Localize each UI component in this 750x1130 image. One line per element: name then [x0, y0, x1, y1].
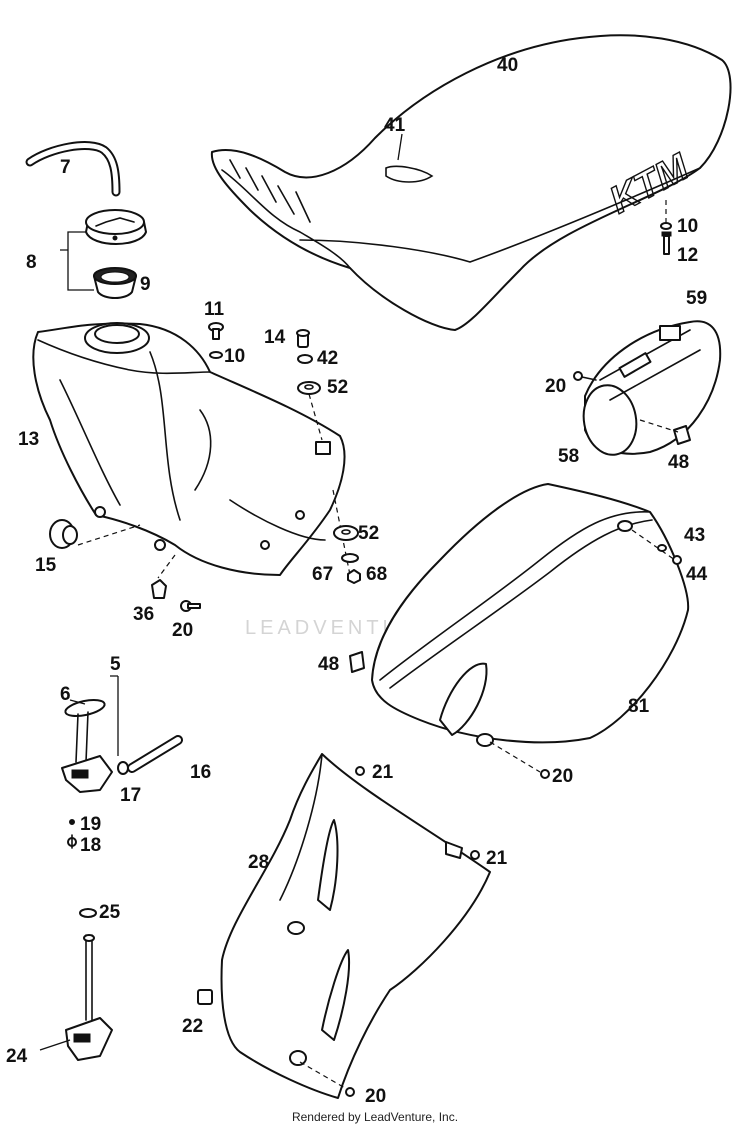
fuel-tap-part[interactable]	[61, 697, 113, 793]
callout-68: 68	[366, 564, 387, 585]
callout-21-top: 21	[372, 762, 394, 783]
cover-washer-part[interactable]	[657, 544, 667, 552]
callout-40: 40	[497, 55, 518, 76]
callout-20-tank: 20	[172, 620, 193, 641]
callout-18: 18	[80, 835, 101, 856]
lower-cover-screw-bottom-part[interactable]	[345, 1087, 355, 1097]
footer-credit: Rendered by LeadVenture, Inc.	[291, 1110, 459, 1124]
callout-12: 12	[677, 245, 698, 266]
callout-44: 44	[686, 564, 708, 585]
callout-25: 25	[99, 902, 121, 923]
callout-8: 8	[26, 252, 37, 273]
clip-nut-part[interactable]	[151, 579, 167, 599]
callout-19: 19	[80, 814, 101, 835]
lower-cover-screw-mid-part[interactable]	[470, 850, 480, 860]
callout-43: 43	[684, 525, 705, 546]
callout-20-bottom: 20	[365, 1086, 386, 1107]
callout-24: 24	[6, 1046, 28, 1067]
seat-washer-part[interactable]	[660, 222, 672, 230]
rubber-grommet-bottom-part[interactable]	[333, 525, 359, 541]
o-ring-part[interactable]	[79, 908, 97, 918]
fuel-cap-part[interactable]	[85, 209, 147, 245]
seat-screw-part[interactable]	[661, 231, 672, 255]
callout-21-mid: 21	[486, 848, 508, 869]
callout-17: 17	[120, 785, 141, 806]
vent-hose-part[interactable]	[25, 141, 121, 197]
callout-6: 6	[60, 684, 71, 705]
callout-10-seat: 10	[677, 216, 698, 237]
cover-clip-part[interactable]	[349, 651, 365, 673]
callout-48-side: 48	[668, 452, 689, 473]
callout-52-bot: 52	[358, 523, 379, 544]
rubber-grommet-top-part[interactable]	[297, 381, 321, 395]
callout-20-cover: 20	[552, 766, 573, 787]
callout-14: 14	[264, 327, 286, 348]
callout-42: 42	[317, 348, 338, 369]
callout-10-tank: 10	[224, 346, 245, 367]
callout-67: 67	[312, 564, 333, 585]
cap-gasket-part[interactable]	[93, 267, 137, 299]
callout-59: 59	[686, 288, 707, 309]
tank-grommet-part[interactable]	[49, 519, 78, 549]
callout-41: 41	[384, 115, 406, 136]
cover-screw-part[interactable]	[672, 555, 682, 565]
bag-screw-part[interactable]	[573, 371, 597, 381]
callout-22: 22	[182, 1016, 203, 1037]
bolt-washer-part[interactable]	[297, 354, 313, 364]
callout-36: 36	[133, 604, 154, 625]
callout-16: 16	[190, 762, 211, 783]
hex-nut-part[interactable]	[347, 569, 361, 584]
fuel-line-part[interactable]	[127, 735, 183, 773]
callout-13: 13	[18, 429, 39, 450]
callout-11: 11	[204, 299, 225, 320]
seat-part[interactable]: KTM	[210, 34, 732, 331]
callout-52-top: 52	[327, 377, 348, 398]
callout-20-side: 20	[545, 376, 566, 397]
callout-15: 15	[35, 555, 57, 576]
bag-clip-part[interactable]	[673, 425, 691, 445]
tap-screw-part[interactable]	[67, 834, 77, 849]
fuel-tank-part[interactable]	[32, 322, 346, 576]
callout-5: 5	[110, 654, 121, 675]
lower-side-cover-part[interactable]	[220, 753, 491, 1099]
hose-clamp-part[interactable]	[117, 761, 129, 775]
lower-cover-screw-top-part[interactable]	[355, 766, 365, 776]
tap-washer-part[interactable]	[69, 819, 75, 825]
grommet-nut-part[interactable]	[197, 989, 213, 1005]
callout-58: 58	[558, 446, 579, 467]
callout-28: 28	[248, 852, 269, 873]
tank-screw-part[interactable]	[180, 600, 201, 612]
tank-pin-part[interactable]	[208, 322, 224, 340]
tank-washer-part[interactable]	[209, 351, 223, 359]
callout-48-cover: 48	[318, 654, 339, 675]
fuel-tap-assembly-part[interactable]	[65, 934, 113, 1061]
cover-bottom-screw-part[interactable]	[540, 769, 550, 779]
tool-bag-part[interactable]	[578, 320, 722, 459]
spacer-washer-part[interactable]	[341, 553, 359, 563]
tank-bolt-part[interactable]	[296, 329, 310, 348]
callout-7: 7	[60, 157, 71, 178]
callout-9: 9	[140, 274, 151, 295]
side-cover-part[interactable]	[371, 483, 690, 747]
callout-81: 81	[628, 696, 650, 717]
